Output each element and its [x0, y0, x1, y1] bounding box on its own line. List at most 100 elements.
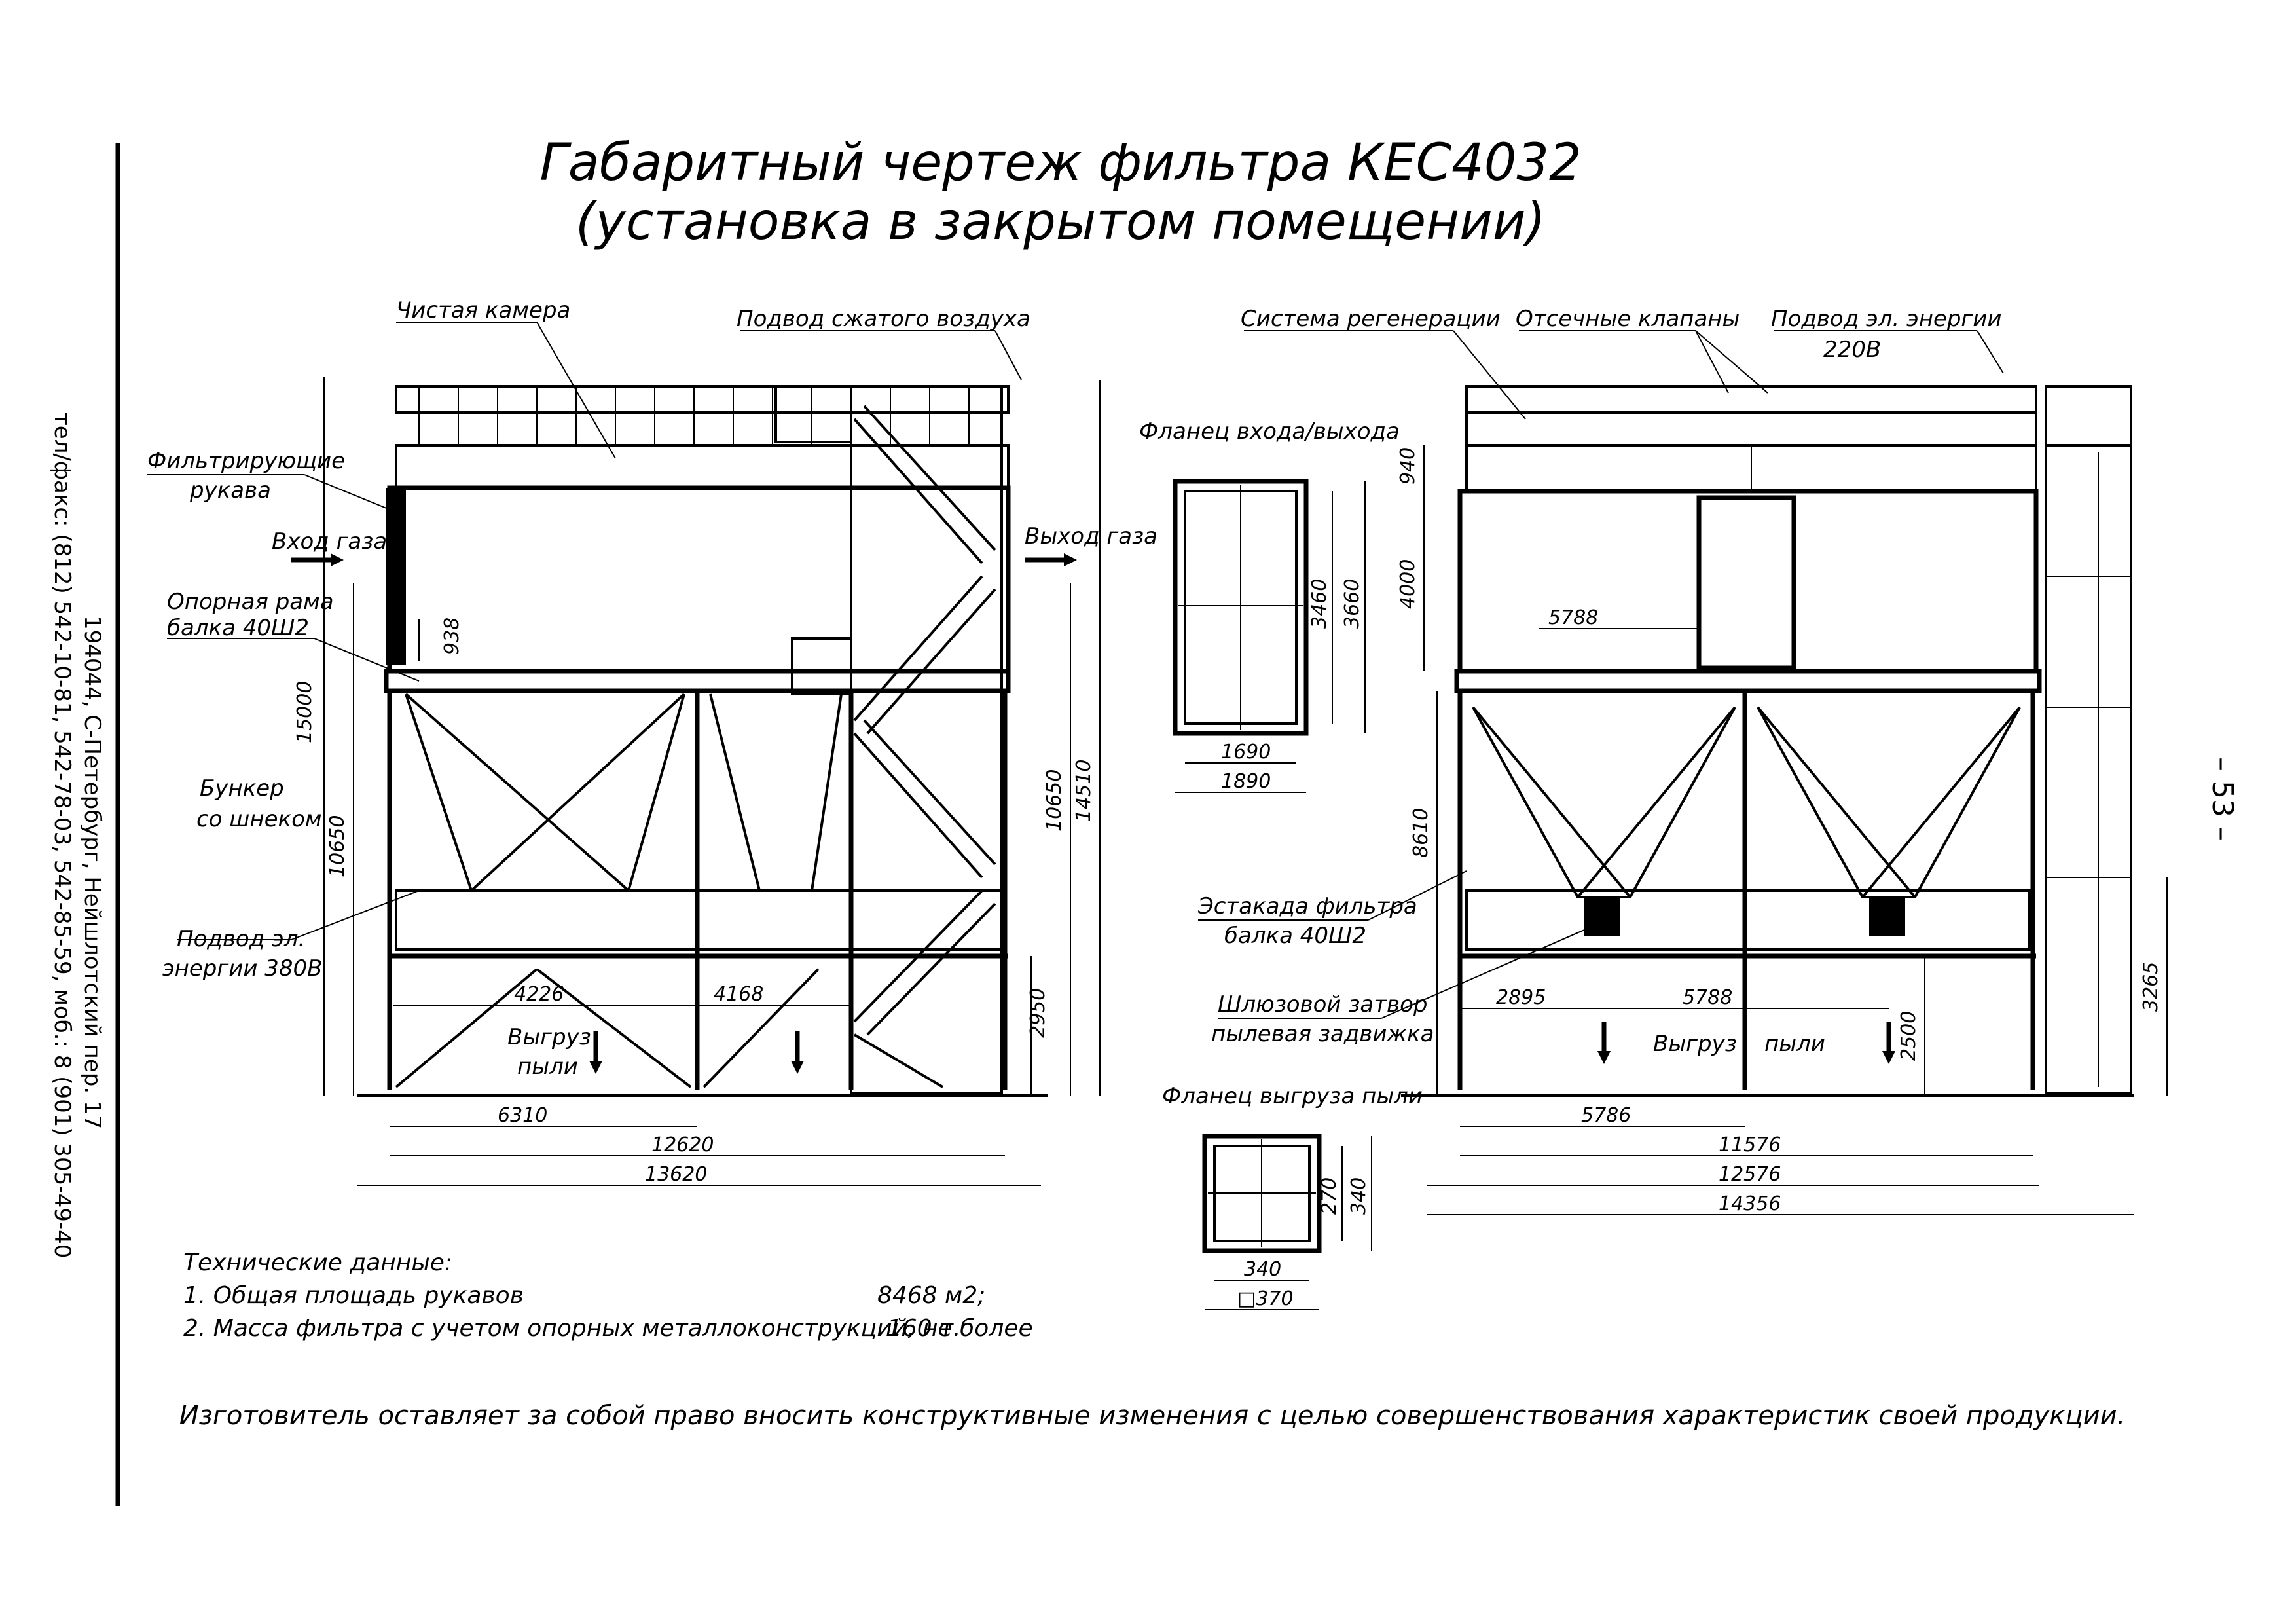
dim-12620: 12620: [651, 1134, 714, 1156]
label-regeneration-system: Система регенерации: [1241, 306, 1501, 332]
dim-940: 940: [1396, 447, 1419, 485]
dim-4226: 4226: [514, 983, 564, 1006]
label-support-frame-1: Опорная рама: [167, 589, 334, 615]
label-compressed-air: Подвод сжатого воздуха: [737, 306, 1030, 332]
left-elevation-view: Чистая камера Подвод сжатого воздуха Фил…: [147, 297, 1157, 1186]
label-filter-bags-1: Фильтрирующие: [147, 448, 345, 474]
right-dimension-lines: [1423, 445, 2168, 1215]
right-sluice-valve-2: [1869, 897, 1905, 936]
label-dust-unload-1: Выгруз: [507, 1024, 591, 1050]
dim-4000: 4000: [1396, 559, 1419, 609]
right-inspection-hatch: [1696, 495, 1796, 671]
flange-dust-view: Фланец выгруза пыли 270 340 340 □370: [1162, 1083, 1423, 1310]
dim-1890: 1890: [1221, 770, 1271, 793]
dim-11576: 11576: [1719, 1134, 1781, 1156]
left-roof-railing: [395, 385, 1010, 414]
dim-2895: 2895: [1496, 986, 1546, 1009]
dim-270: 270: [1318, 1177, 1341, 1215]
label-power-380-2: энергии 380В: [162, 955, 322, 982]
disclaimer: Изготовитель оставляет за собой право вн…: [179, 1401, 2126, 1431]
right-leaders: [1198, 330, 2004, 1019]
label-flange-dust: Фланец выгруза пыли: [1162, 1083, 1423, 1109]
dim-340-horizontal: 340: [1244, 1258, 1281, 1281]
dim-4168: 4168: [714, 983, 763, 1006]
dim-1690: 1690: [1221, 741, 1271, 764]
left-mid-landing-box: [791, 637, 852, 695]
left-stair-tower: [850, 385, 1003, 1095]
page-number: – 53 –: [2206, 757, 2239, 841]
label-trestle-1: Эстакада фильтра: [1197, 893, 1417, 919]
left-hoppers: [405, 693, 843, 892]
dim-5788-bottom: 5788: [1683, 986, 1732, 1009]
label-right-dust-2: пыли: [1764, 1031, 1825, 1057]
tech-item-2: 2. Масса фильтра с учетом опорных металл…: [183, 1315, 1033, 1342]
dim-15000: 15000: [293, 681, 316, 743]
dim-14510: 14510: [1072, 760, 1095, 822]
label-cutoff-valves: Отсечные клапаны: [1516, 306, 1740, 332]
flange-dust-outer: [1202, 1134, 1322, 1253]
label-support-frame-2: балка 40Ш2: [167, 615, 309, 641]
right-stair-tower: [2045, 444, 2132, 1095]
label-power-220-1: Подвод эл. энергии: [1771, 306, 2001, 332]
flange-inout-outer: [1173, 479, 1309, 736]
right-stair-top-box: [2045, 385, 2132, 447]
dim-5786: 5786: [1581, 1104, 1631, 1127]
drawing-title-line2: (установка в закрытом помещении): [575, 193, 1546, 251]
label-sluice-2: пылевая задвижка: [1211, 1021, 1434, 1047]
dim-3265: 3265: [2140, 962, 2162, 1012]
right-roof-railing: [1465, 385, 2037, 447]
tech-value-2: 160 т.: [887, 1315, 961, 1342]
right-service-platform: [1465, 889, 2031, 951]
label-power-220-2: 220В: [1823, 337, 1881, 363]
right-elevation-view: Система регенерации Отсечные клапаны Под…: [1197, 306, 2168, 1215]
dim-10650-left: 10650: [326, 815, 349, 877]
drawing-title-line1: Габаритный чертеж фильтра КЕС4032: [539, 134, 1581, 193]
left-stair-landing-box: [774, 385, 852, 443]
tech-heading: Технические данные:: [183, 1249, 452, 1276]
tech-value-1: 8468 м2;: [877, 1282, 985, 1309]
label-hopper-1: Бункер: [200, 775, 284, 802]
dim-2500: 2500: [1897, 1011, 1920, 1061]
dim-10650-right: 10650: [1043, 769, 1066, 832]
dim-6310: 6310: [498, 1104, 547, 1127]
left-filter-bags: [386, 488, 406, 665]
dim-12576: 12576: [1719, 1163, 1781, 1186]
right-sluice-valve-1: [1584, 897, 1620, 936]
label-right-dust-1: Выгруз: [1653, 1031, 1737, 1057]
label-sluice-1: Шлюзовой затвор: [1218, 991, 1427, 1018]
tech-item-1: 1. Общая площадь рукавов: [183, 1282, 524, 1309]
dim-13620: 13620: [645, 1163, 707, 1186]
dim-370: □370: [1237, 1287, 1294, 1310]
label-flange-inout: Фланец входа/выхода: [1139, 418, 1400, 445]
left-service-platform: [395, 889, 1006, 951]
dim-340-vertical: 340: [1347, 1177, 1370, 1215]
label-filter-bags-2: рукава: [189, 477, 271, 504]
label-gas-inlet: Вход газа: [272, 528, 387, 555]
label-hopper-2: со шнеком: [196, 806, 322, 832]
left-filter-body: [387, 485, 1011, 674]
label-gas-outlet: Выход газа: [1025, 523, 1157, 549]
dim-3460: 3460: [1308, 579, 1331, 629]
label-power-380-1: Подвод эл.: [177, 926, 305, 952]
technical-data: Технические данные: 1. Общая площадь рук…: [183, 1249, 1033, 1342]
label-dust-unload-2: пыли: [517, 1054, 578, 1080]
side-contact: 194044, С-Петербург, Нейшлотский пер. 17…: [49, 413, 105, 1258]
dim-2950: 2950: [1027, 988, 1049, 1038]
right-support-frame: [1454, 669, 2042, 693]
label-clean-chamber: Чистая камера: [396, 297, 570, 323]
dim-5788-top: 5788: [1548, 606, 1598, 629]
dim-938: 938: [441, 618, 464, 655]
flange-inout-view: Фланец входа/выхода 3460 3660 1690 1890: [1139, 418, 1400, 793]
dim-3660: 3660: [1341, 579, 1364, 629]
label-trestle-2: балка 40Ш2: [1224, 923, 1366, 949]
dim-14356: 14356: [1719, 1192, 1781, 1215]
left-leaders: [147, 322, 1022, 940]
right-filter-body: [1457, 489, 2039, 674]
left-lower-braces: [395, 968, 820, 1088]
left-clean-chamber: [395, 444, 1010, 489]
left-dimension-lines: [323, 377, 1101, 1186]
contact-phones: тел/факс: (812) 542-10-81, 542-78-03, 54…: [49, 413, 75, 1258]
contact-address: 194044, С-Петербург, Нейшлотский пер. 17: [79, 616, 105, 1129]
left-railing-posts: [418, 386, 970, 445]
dim-8610: 8610: [1410, 808, 1432, 858]
